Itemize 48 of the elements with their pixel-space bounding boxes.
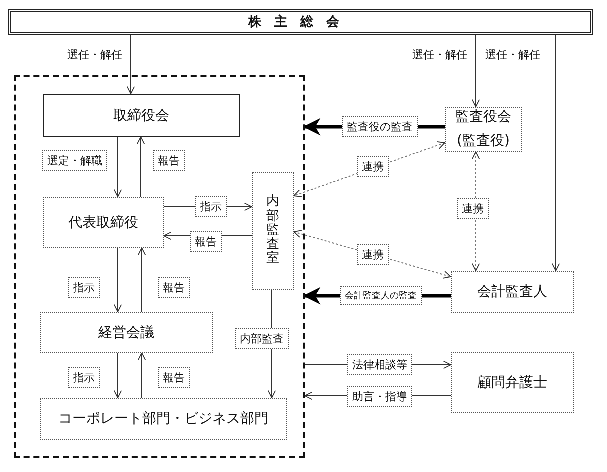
- node-label: 経営会議: [98, 324, 154, 342]
- edge-label: 指示: [195, 196, 227, 218]
- node-label: 代表取締役: [68, 214, 138, 232]
- edge-label: 報告: [190, 232, 222, 252]
- node-label: 監査役会: [456, 108, 512, 127]
- edge-label: 選任・解任: [486, 48, 540, 62]
- edge-label: 連携: [357, 156, 389, 178]
- edge-label: 選任・解任: [68, 48, 122, 62]
- process-box: [40, 312, 213, 353]
- node-label: 株主総会: [248, 14, 352, 31]
- arrow: [136, 136, 146, 198]
- node-label: (監査役): [457, 132, 510, 150]
- edge-label: 法律相談等: [348, 354, 412, 376]
- edge-label: 指示: [68, 368, 100, 388]
- department-box: [252, 172, 294, 290]
- edge-label: 助言・指導: [348, 386, 412, 408]
- node-label: 内部監査室: [266, 195, 280, 267]
- node-label: 会計監査人: [478, 283, 548, 301]
- process-box: [43, 197, 164, 248]
- node-label: 取締役会: [114, 106, 170, 124]
- dashed-group-box: [14, 75, 305, 458]
- arrow: [472, 34, 480, 108]
- arrow: [114, 248, 122, 312]
- edge-label: 連携: [457, 198, 489, 220]
- edge-label: 報告: [158, 368, 190, 388]
- edge-label: 会計監査人の監査: [340, 286, 422, 306]
- edge-label: 指示: [68, 278, 100, 298]
- edge-label: 連携: [357, 244, 389, 266]
- process-box: [451, 352, 574, 413]
- process-box: [40, 398, 287, 440]
- node-label: コーポレート部門・ビジネス部門: [58, 410, 268, 428]
- node-label: 顧問弁護士: [478, 374, 548, 392]
- board-box: [43, 94, 240, 137]
- arrow: [138, 352, 146, 398]
- arrow: [138, 248, 146, 312]
- process-box: [445, 107, 522, 152]
- arrow: [126, 34, 136, 94]
- arrow: [114, 136, 122, 198]
- edge-label: 選任・解任: [412, 48, 468, 62]
- edge-label: 選定・解職: [42, 150, 108, 172]
- edge-label: 報告: [158, 278, 190, 298]
- edge-label: 監査役の監査: [342, 116, 418, 138]
- arrow: [552, 34, 560, 272]
- edge-label: 報告: [153, 150, 185, 172]
- arrow: [114, 352, 122, 398]
- process-box: [451, 271, 574, 313]
- assembly-box: [8, 9, 593, 35]
- edge-label: 内部監査: [235, 328, 289, 350]
